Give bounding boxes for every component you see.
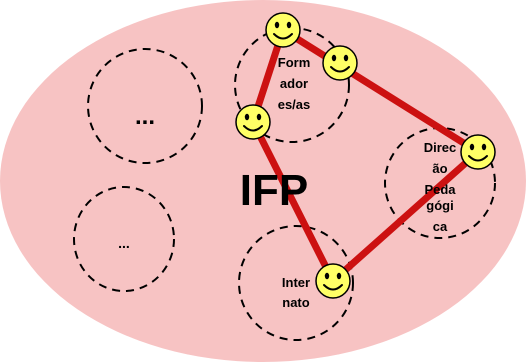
smiley-face-icon: [322, 45, 358, 81]
group-label-ellipsis-top: ...: [135, 103, 155, 130]
group-label-direcao: Direc ão Peda gógi ca: [424, 140, 457, 234]
group-circle-ellipsis-bottom: [73, 186, 175, 292]
internato-line-1: Inter: [282, 275, 310, 290]
main-label-ifp: IFP: [240, 166, 308, 215]
smiley-face-icon: [265, 12, 301, 48]
direcao-line-5: ca: [433, 219, 448, 234]
formadores-line-2: ador: [280, 76, 308, 91]
link-bottom-to-left: [249, 118, 337, 285]
direcao-line-2: ão: [432, 161, 447, 176]
direcao-line-3: Peda: [424, 182, 456, 197]
direcao-line-1: Direc: [424, 140, 457, 155]
group-label-formadores: Form ador es/as: [278, 55, 311, 112]
link-right-to-bottom: [329, 148, 482, 285]
smiley-face-icon: [235, 104, 271, 140]
group-label-internato: Inter nato: [282, 275, 310, 310]
group-label-ellipsis-bottom: ...: [118, 235, 130, 251]
group-circle-internato: [238, 225, 354, 341]
direcao-line-4: gógi: [426, 198, 453, 213]
smiley-face-icon: [460, 134, 496, 170]
formadores-line-3: es/as: [278, 97, 311, 112]
internato-line-2: nato: [282, 295, 310, 310]
smiley-face-icon: [315, 263, 351, 299]
group-circle-ellipsis-top: [87, 48, 203, 164]
formadores-line-1: Form: [278, 55, 311, 70]
link-top-to-right: [279, 26, 482, 156]
